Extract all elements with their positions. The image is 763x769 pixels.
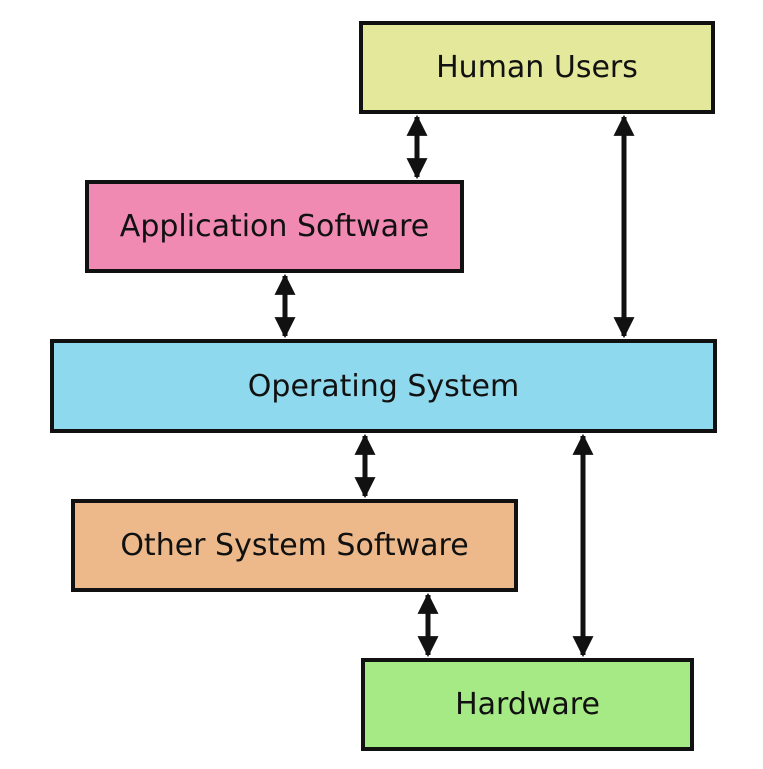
other-system-software-box: Other System Software bbox=[71, 499, 518, 592]
operating-system-box: Operating System bbox=[50, 339, 717, 433]
hardware-box: Hardware bbox=[361, 658, 694, 751]
other-system-software-label: Other System Software bbox=[120, 528, 469, 563]
operating-system-label: Operating System bbox=[247, 368, 520, 404]
human-users-box: Human Users bbox=[359, 21, 715, 114]
application-software-box: Application Software bbox=[85, 180, 464, 273]
application-software-label: Application Software bbox=[119, 209, 430, 244]
human-users-label: Human Users bbox=[436, 50, 638, 85]
hardware-label: Hardware bbox=[455, 687, 600, 722]
